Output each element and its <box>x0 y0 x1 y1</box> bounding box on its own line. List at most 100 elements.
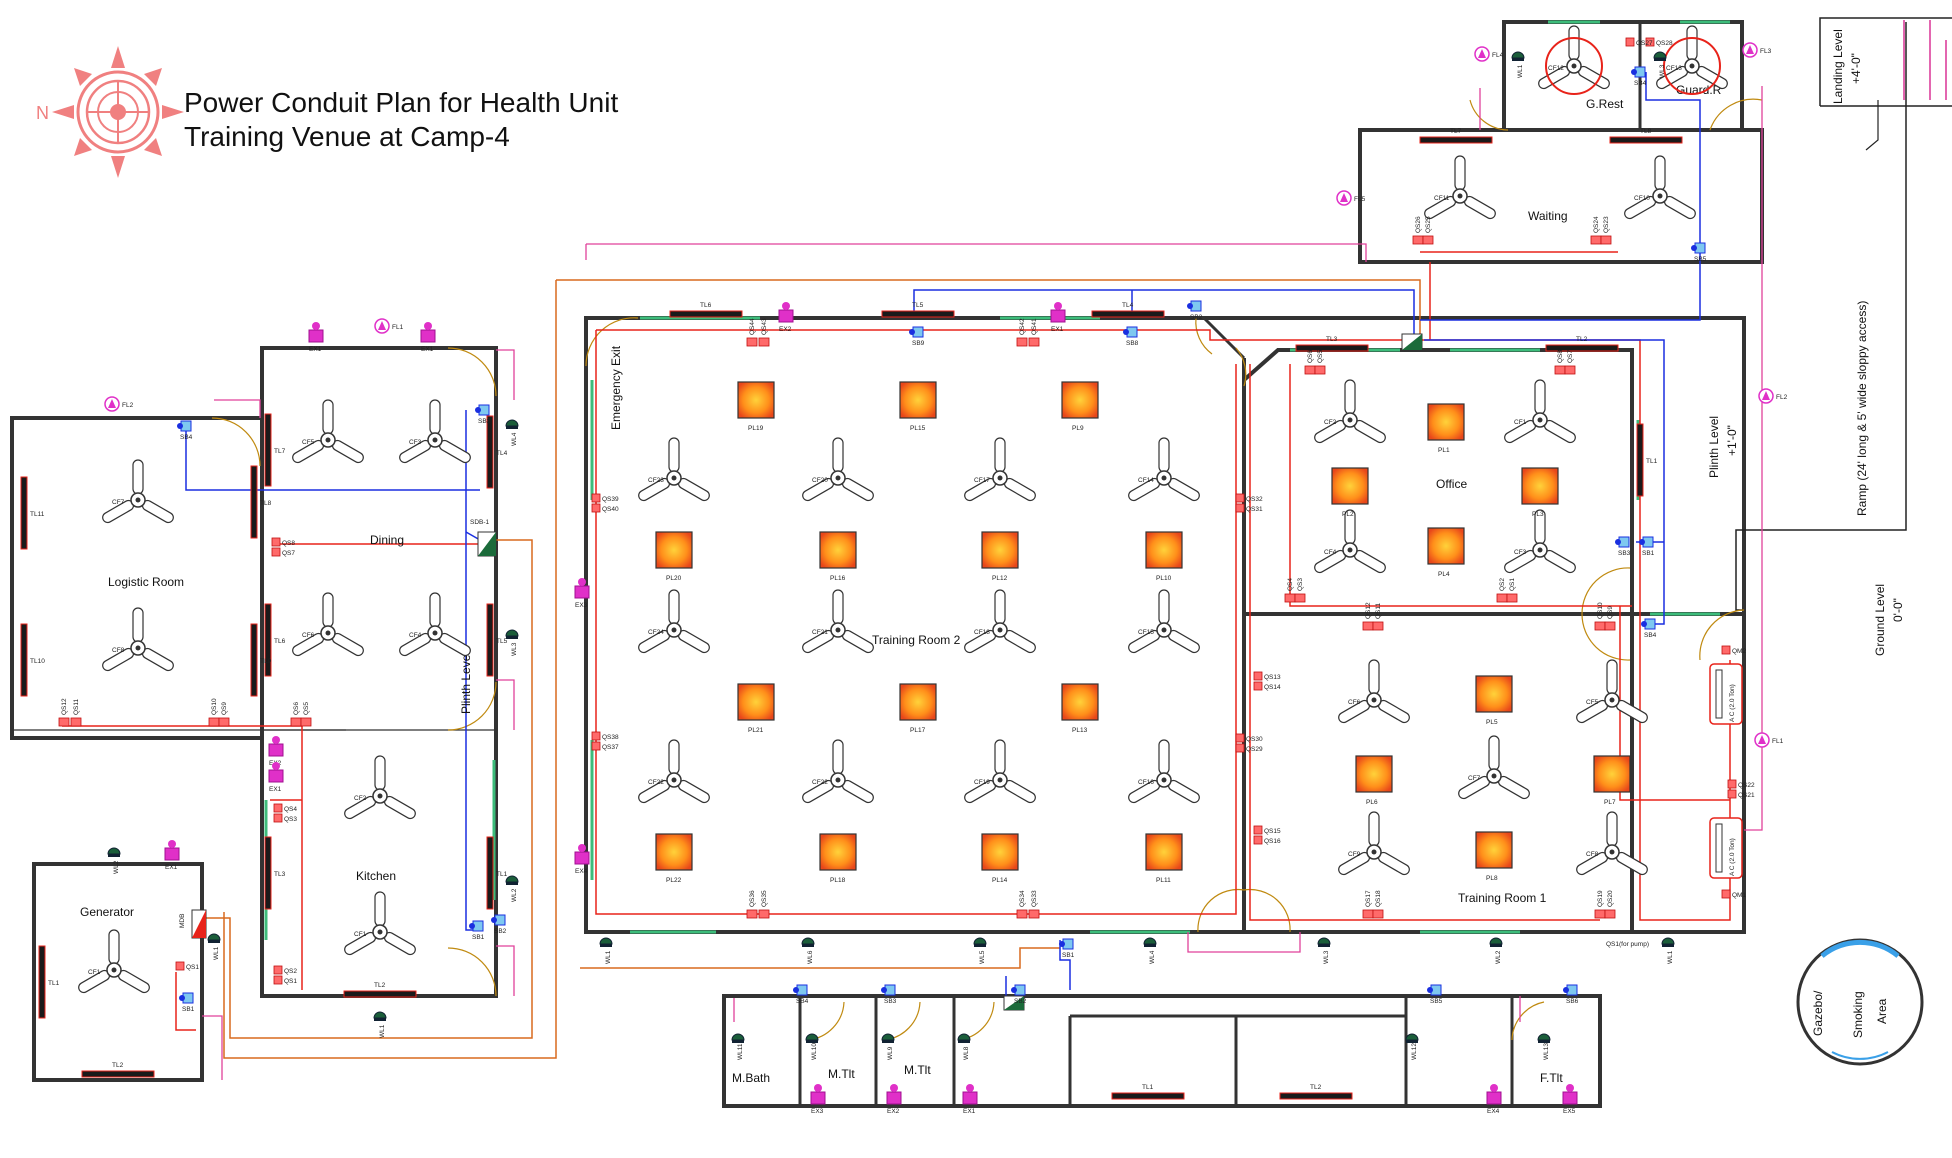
socket-label: QS20 <box>1607 890 1614 907</box>
panel-light-icon: PL9 <box>1061 381 1099 432</box>
switch-board-label: SB3 <box>478 418 491 425</box>
wall-light-label: WL4 <box>1149 950 1156 964</box>
socket-label: QS38 <box>602 734 619 741</box>
ceiling-fan-icon: CF7 <box>102 459 174 524</box>
room-label-kitchen: Kitchen <box>356 869 396 883</box>
socket-outlet-icon: QS11 <box>1372 602 1384 631</box>
socket-outlet-icon: QS32 <box>1235 493 1263 503</box>
tube-light-icon: TL1 <box>1111 1084 1185 1100</box>
exhaust-fan-icon: EX1 <box>1050 302 1066 333</box>
tube-light-label: TL5 <box>912 302 924 309</box>
exhaust-fan-label: EX1 <box>165 864 178 871</box>
switch-board-label: SB3 <box>1618 550 1631 557</box>
exhaust-fan-icon: EX1 <box>962 1084 978 1115</box>
tube-light-icon: TL5 <box>881 302 955 318</box>
tube-light-label: TL1 <box>1646 458 1658 465</box>
switch-board-label: SB5 <box>1694 256 1707 263</box>
socket-label: QS10 <box>211 698 218 715</box>
plan-title-line-2: Training Venue at Camp-4 <box>184 121 510 152</box>
socket-label: QS12 <box>1365 602 1372 619</box>
socket-outlet-icon: QS24 <box>1590 216 1602 245</box>
ceiling-fan-icon: CF4 <box>1314 509 1386 574</box>
tube-light-label: TL2 <box>1576 336 1588 343</box>
flood-light-label: FL1 <box>392 324 404 331</box>
wall-light-icon: WL4 <box>505 419 519 446</box>
ceiling-fan-icon: CF17 <box>964 437 1036 502</box>
socket-label: QS39 <box>602 496 619 503</box>
socket-outlet-icon: QS2 <box>273 965 297 975</box>
socket-label: QS5 <box>1317 350 1324 363</box>
socket-label: QS9 <box>221 702 228 715</box>
wall-light-icon: WL13 <box>1537 1033 1551 1060</box>
tube-light-label: TL6 <box>274 638 286 645</box>
compass-north-letter: N <box>36 103 49 123</box>
socket-label: QS29 <box>1246 746 1263 753</box>
wall-light-icon: WL2 <box>1489 937 1503 964</box>
socket-outlet-icon: QS6 <box>290 702 302 727</box>
room-label-office: Office <box>1436 477 1467 491</box>
socket-label: QS2 <box>284 968 297 975</box>
switch-board-label: SB5 <box>1430 998 1443 1005</box>
exhaust-fan-label: EX2 <box>887 1108 900 1115</box>
wall-light-label: WL6 <box>807 950 814 964</box>
switch-board-label: SB3 <box>884 998 897 1005</box>
socket-label: QS40 <box>602 506 619 513</box>
socket-outlet-icon: QS5 <box>300 702 312 727</box>
gazebo-smoking-area: Gazebo/ Smoking Area <box>1796 938 1924 1066</box>
switch-board-icon: SB6 <box>1563 984 1579 1005</box>
panel-light-icon: PL10 <box>1145 531 1183 582</box>
ceiling-fan-icon: CF8 <box>102 607 174 672</box>
ceiling-fan-icon: CF1 <box>344 891 416 956</box>
fan-label: CF7 <box>1468 775 1481 782</box>
switch-board-icon: SB4 <box>1631 66 1647 87</box>
socket-outlet-icon: QM1 <box>1721 889 1746 899</box>
ceiling-fan-icon: CF13 <box>1656 25 1728 95</box>
fan-label: CF24 <box>648 629 664 636</box>
socket-outlet-icon: QS14 <box>1253 681 1281 691</box>
tube-light-icon: TL4 <box>486 415 508 489</box>
socket-label: QS35 <box>761 890 768 907</box>
ceiling-fan-icon: CF22 <box>802 739 874 804</box>
socket-label: QS18 <box>1375 890 1382 907</box>
exhaust-fan-icon: EX4 <box>574 844 590 875</box>
socket-label: QS34 <box>1019 890 1026 907</box>
switch-board-icon: SB3 <box>1615 536 1631 557</box>
socket-label: QS12 <box>61 698 68 715</box>
panel-light-icon: PL13 <box>1061 683 1099 734</box>
switch-board-label: SB4 <box>796 998 809 1005</box>
switch-board-icon: SB2 <box>1011 984 1027 1005</box>
compass-rose-icon: N <box>36 46 184 178</box>
ceiling-fan-icon: CF18 <box>964 589 1036 654</box>
wall-light-icon: WL1 <box>373 1011 387 1038</box>
fan-label: CF19 <box>974 779 990 786</box>
socket-outlet-icon: QS43 <box>758 318 770 347</box>
wall-light-icon: WL12 <box>1405 1033 1419 1060</box>
socket-outlet-icon: QS9 <box>218 702 230 727</box>
tube-light-icon: TL4 <box>1091 302 1165 318</box>
panel-light-label: PL1 <box>1438 447 1450 454</box>
exhaust-fan-icon: EX2 <box>886 1084 902 1115</box>
switch-board-label: SB4 <box>180 434 193 441</box>
ceiling-fan-icon: CF22 <box>638 739 710 804</box>
socket-outlet-icon: QS23 <box>1600 216 1612 245</box>
socket-outlet-icon: QS38 <box>591 731 619 741</box>
panel-light-icon: PL11 <box>1145 833 1183 884</box>
wall-light-label: WL2 <box>113 860 120 874</box>
tube-light-icon: TL3 <box>1295 336 1369 352</box>
switch-board-label: SB1 <box>182 1006 195 1013</box>
socket-outlet-icon: QS12 <box>58 698 70 727</box>
ceiling-fan-icon: CF19 <box>964 739 1036 804</box>
ac-unit-2: A C (2.0 Ton) <box>1709 817 1743 879</box>
flood-light-icon: FL5 <box>1336 190 1366 206</box>
ceiling-fan-icon: CF1 <box>78 929 150 994</box>
tube-light-icon: TL3 <box>264 836 286 910</box>
ceiling-fan-icon: CF21 <box>802 589 874 654</box>
exhaust-fan-label: EX5 <box>1563 1108 1576 1115</box>
room-label-mtlt-1: M.Tlt <box>828 1067 855 1081</box>
tube-light-icon: TL10 <box>20 623 45 697</box>
socket-outlet-icon: QS21 <box>1727 789 1755 799</box>
switch-board-label: SB6 <box>1566 998 1579 1005</box>
flood-light-icon: FL4 <box>1474 46 1504 62</box>
exhaust-fan-icon: EX2 <box>778 302 794 333</box>
socket-label: QS19 <box>1597 890 1604 907</box>
